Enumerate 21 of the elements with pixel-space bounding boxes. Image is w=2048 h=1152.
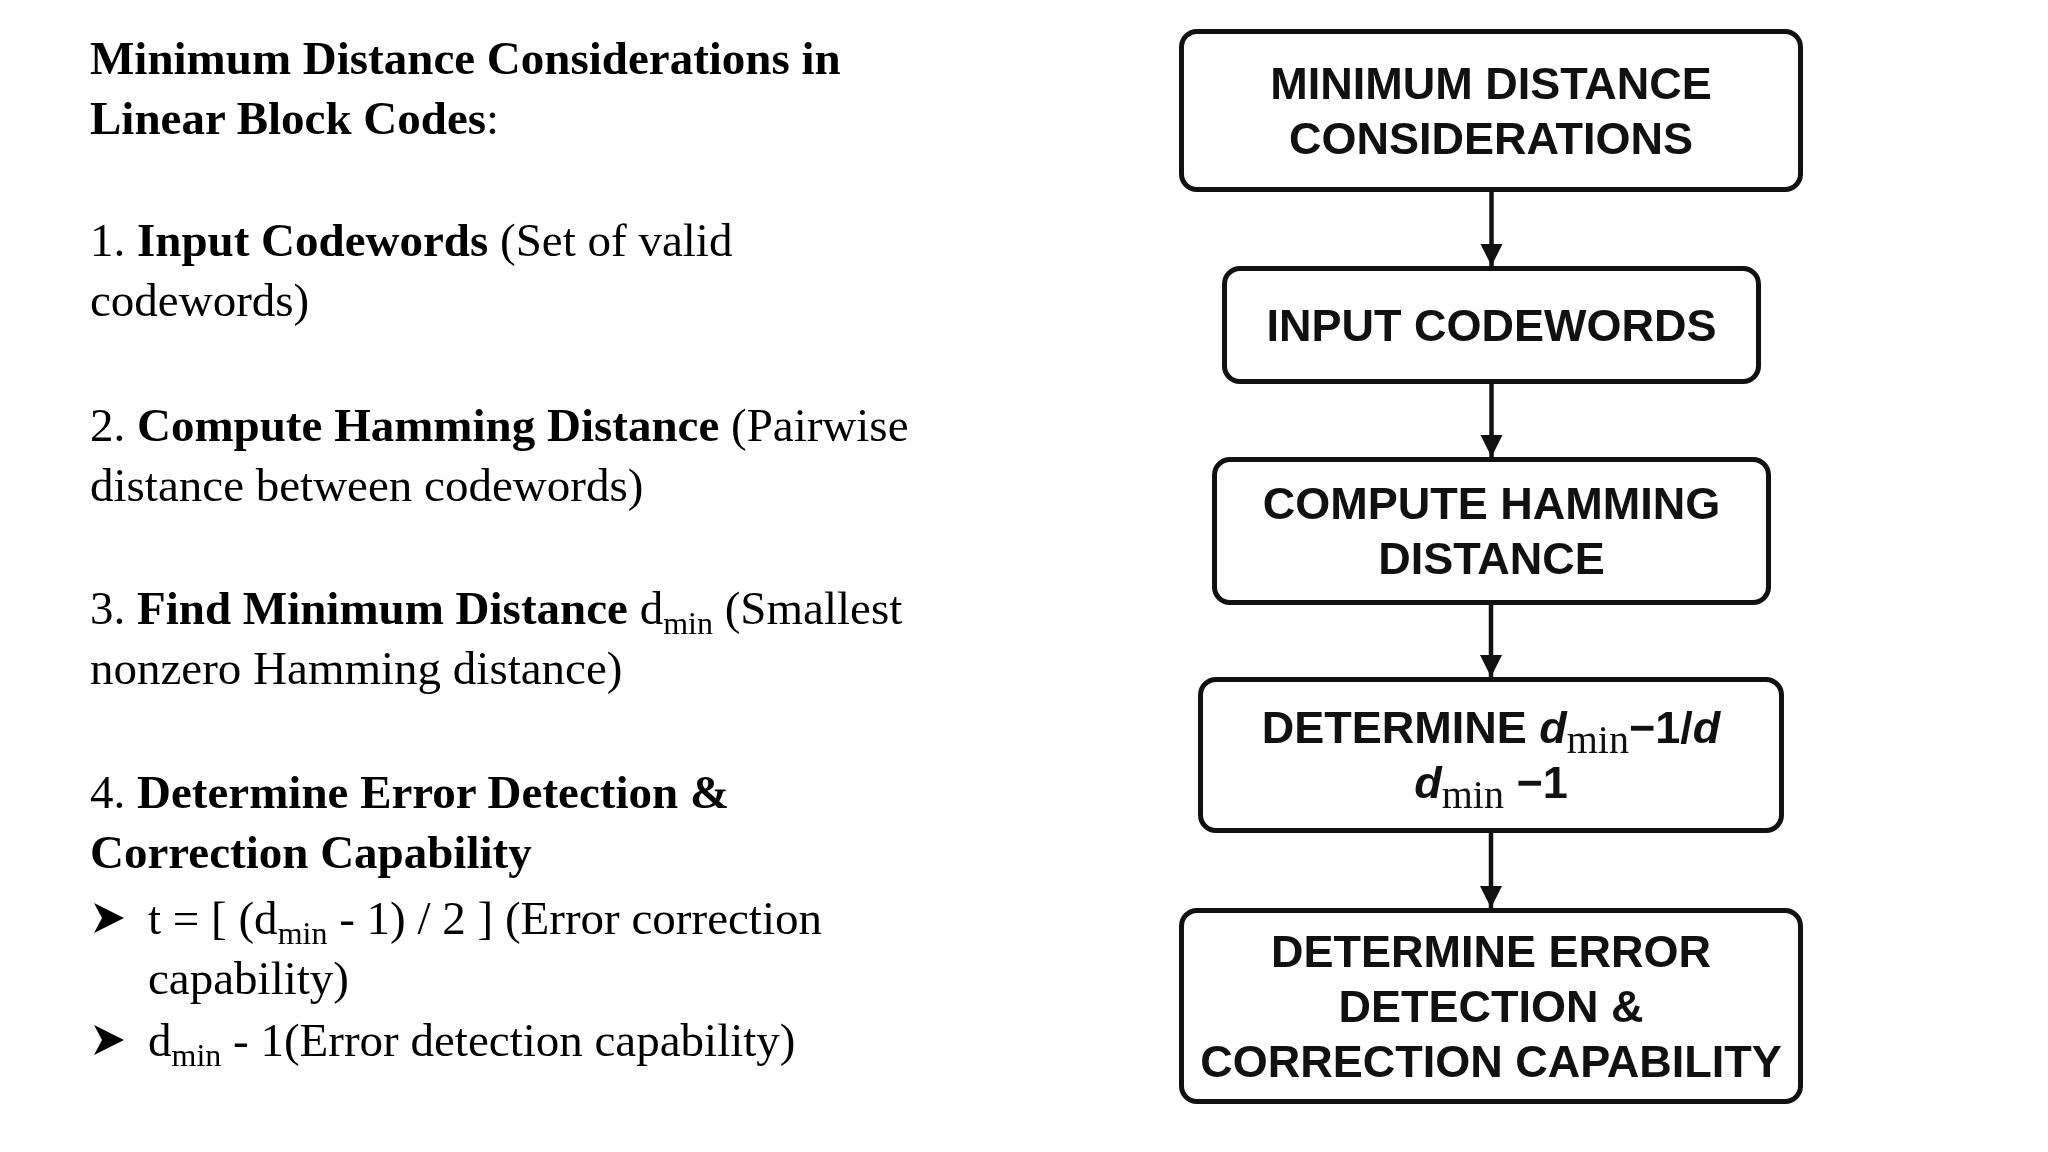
arrow	[1479, 833, 1503, 908]
box-label: MINIMUM DISTANCE CONSIDERATIONS	[1269, 56, 1713, 166]
box-label: d$_{min}$ −1	[1414, 756, 1568, 810]
process-box	[1198, 677, 1784, 833]
process-box	[1212, 457, 1771, 605]
box-label: DETERMINE d$_{min}$−1/d	[1261, 701, 1721, 755]
list-item-text: 3. Find Minimum Distance d$_{min}$ (Smallest nonzero Hamming distance)	[90, 581, 904, 696]
arrow	[1479, 605, 1503, 677]
process-box	[1222, 266, 1761, 384]
process-box	[1179, 29, 1803, 192]
bullet-text: d$_{min}$ - 1(Error detection capability)	[148, 1013, 797, 1070]
arrow	[1480, 192, 1503, 266]
arrow	[1480, 384, 1503, 457]
bullet-text: t = [ (d$_{min}$ - 1) / 2 ] (Error correction capability)	[148, 891, 823, 1006]
box-label: COMPUTE HAMMING DISTANCE	[1261, 477, 1722, 586]
list-item-text: 2. Compute Hamming Distance (Pairwise distance between codewords)	[90, 398, 910, 513]
process-box	[1179, 908, 1803, 1104]
list-item-text: 1. Input Codewords (Set of valid codewords)	[90, 213, 734, 328]
box-label: DETERMINE ERROR DETECTION & CORRECTION CAPABILITY	[1199, 924, 1783, 1089]
box-label: INPUT CODEWORDS	[1266, 298, 1717, 353]
heading: Minimum Distance Considerations in Linear Block Codes:	[90, 31, 842, 146]
